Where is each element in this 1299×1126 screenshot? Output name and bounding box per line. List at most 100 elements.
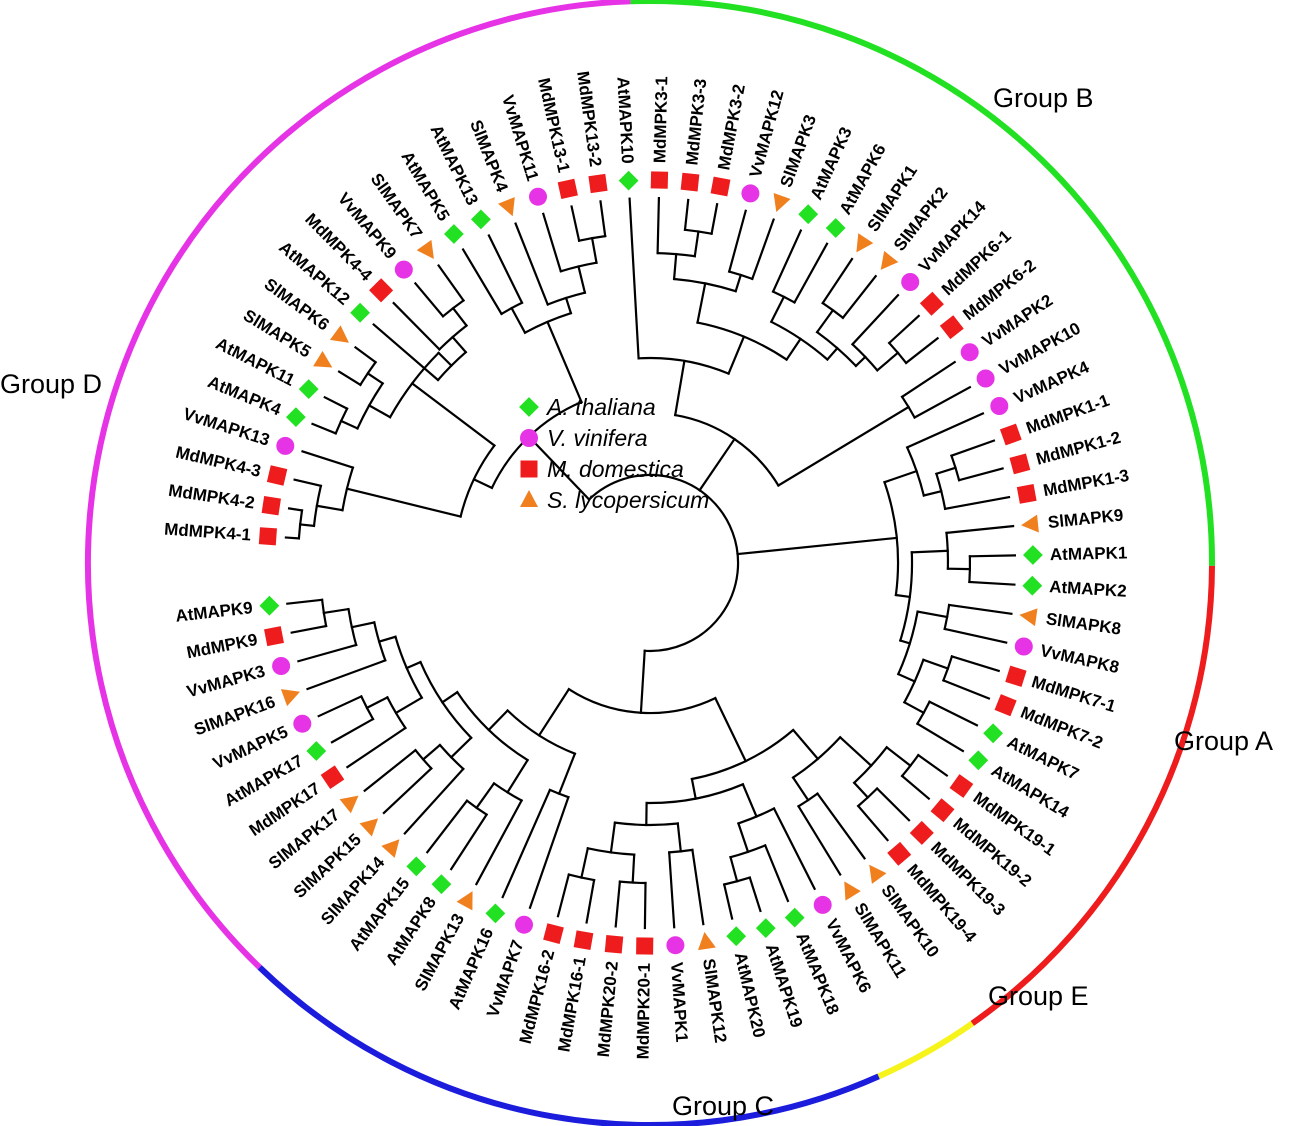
leaf-label: AtMAPK20 (731, 951, 769, 1040)
tree-branch (769, 295, 786, 324)
leaf-marker-lycopersicum (1021, 514, 1039, 533)
tree-branch (748, 876, 762, 913)
leaf-label: MdMPK1-3 (1042, 466, 1131, 500)
leaf-marker-lycopersicum (359, 818, 379, 837)
tree-branch-arc (915, 700, 931, 726)
tree-branch (737, 822, 750, 854)
tree-branch (885, 745, 912, 768)
tree-branch (585, 878, 596, 924)
leaf-marker-lycopersicum (1019, 608, 1038, 627)
leaf-marker-domestica (573, 930, 594, 951)
leaf-marker-thaliana (286, 407, 306, 427)
leaf-marker-thaliana (983, 723, 1003, 744)
leaf-label: MdMPK4-1 (164, 520, 252, 545)
tree-branch (350, 621, 376, 629)
tree-branch (729, 855, 739, 883)
leaf-marker-domestica (543, 923, 564, 944)
tree-branch (916, 610, 949, 619)
leaf-marker-domestica (266, 465, 288, 486)
legend-label-vinifera: V. vinifera (547, 425, 648, 451)
tree-branch (854, 355, 867, 368)
leaf-marker-thaliana (755, 918, 776, 938)
tree-branch (363, 748, 418, 793)
leaf-marker-domestica (887, 841, 912, 866)
tree-branch (710, 202, 719, 235)
tree-branch (410, 381, 496, 448)
leaf-label: MdMPK1-2 (1034, 428, 1123, 469)
tree-branch (501, 788, 552, 899)
leaf-marker-domestica (258, 527, 277, 546)
tree-branch (643, 881, 647, 930)
tree-branch-arc (769, 320, 829, 362)
leaf-label: AtMAPK9 (174, 598, 253, 626)
tree-branch (487, 234, 524, 305)
tree-branch-arc (945, 531, 950, 570)
tree-branch (913, 385, 972, 419)
leaf-marker-vinifera (515, 915, 533, 934)
tree-branch-arc (821, 301, 845, 320)
leaf-marker-lycopersicum (456, 891, 473, 911)
leaf-marker-thaliana (350, 302, 370, 323)
tree-branch-arc (455, 690, 530, 762)
leaf-marker-lycopersicum (844, 881, 861, 901)
leaf-marker-thaliana (825, 218, 846, 238)
tree-branch (968, 580, 1016, 586)
leaf-marker-domestica (650, 171, 669, 189)
tree-branch (451, 306, 469, 328)
tree-branch (896, 672, 917, 683)
tree-branch-arc (441, 298, 466, 318)
tree-branch (297, 643, 358, 663)
tree-branch-arc (499, 301, 524, 316)
tree-branch (392, 301, 441, 351)
tree-branch (570, 205, 581, 243)
tree-branch (437, 263, 466, 303)
tree-branch (943, 495, 1011, 511)
tree-branches (284, 196, 1017, 930)
tree-branch-arc (385, 695, 407, 730)
tree-branch (883, 469, 918, 484)
tree-branch (734, 273, 743, 293)
tree-branch (856, 804, 890, 842)
tree-branch (405, 660, 422, 670)
tree-branch (950, 439, 996, 458)
tree-branch (772, 807, 817, 891)
leaf-marker-lycopersicum (698, 932, 716, 951)
tree-branch-arc (546, 291, 587, 306)
tree-branch (727, 209, 748, 273)
tree-branch (287, 507, 304, 512)
leaf-marker-thaliana (784, 907, 805, 928)
leaf-marker-thaliana (1023, 545, 1043, 565)
tree-branch-arc (673, 413, 780, 488)
tree-branch (628, 197, 640, 360)
tree-branch (472, 477, 494, 490)
tree-branch (631, 853, 636, 884)
leaf-marker-domestica (604, 935, 624, 954)
tree-branch (546, 320, 583, 404)
leaf-marker-lycopersicum (856, 233, 874, 253)
tree-branch (968, 554, 1017, 558)
tree-branch (763, 843, 790, 903)
tree-branch (693, 230, 700, 258)
tree-branch-arc (900, 753, 920, 778)
tree-branch (736, 536, 898, 556)
leaf-label: MdMPK16-2 (516, 948, 559, 1046)
tree-branch (928, 700, 979, 727)
tree-branch-arc (968, 555, 972, 584)
leaf-marker-thaliana (618, 170, 639, 191)
tree-branch (382, 766, 433, 815)
tree-branch-arc (413, 748, 433, 770)
leaf-marker-domestica (1016, 484, 1037, 504)
legend-label-thaliana: A. thaliana (545, 394, 656, 420)
leaf-label: AtMAPK2 (1049, 577, 1127, 601)
tree-branch (947, 603, 1013, 616)
tree-branch (537, 687, 571, 737)
tree-branch (691, 848, 705, 926)
leaf-label: VvMAPK3 (185, 661, 267, 701)
tree-branch (487, 708, 510, 732)
tree-branch (838, 735, 873, 768)
tree-branch-arc (729, 843, 767, 859)
leaf-marker-lycopersicum (339, 795, 359, 814)
ring-group-a (970, 565, 1215, 1026)
leaf-marker-domestica (680, 172, 700, 192)
tree-branch (821, 257, 854, 305)
